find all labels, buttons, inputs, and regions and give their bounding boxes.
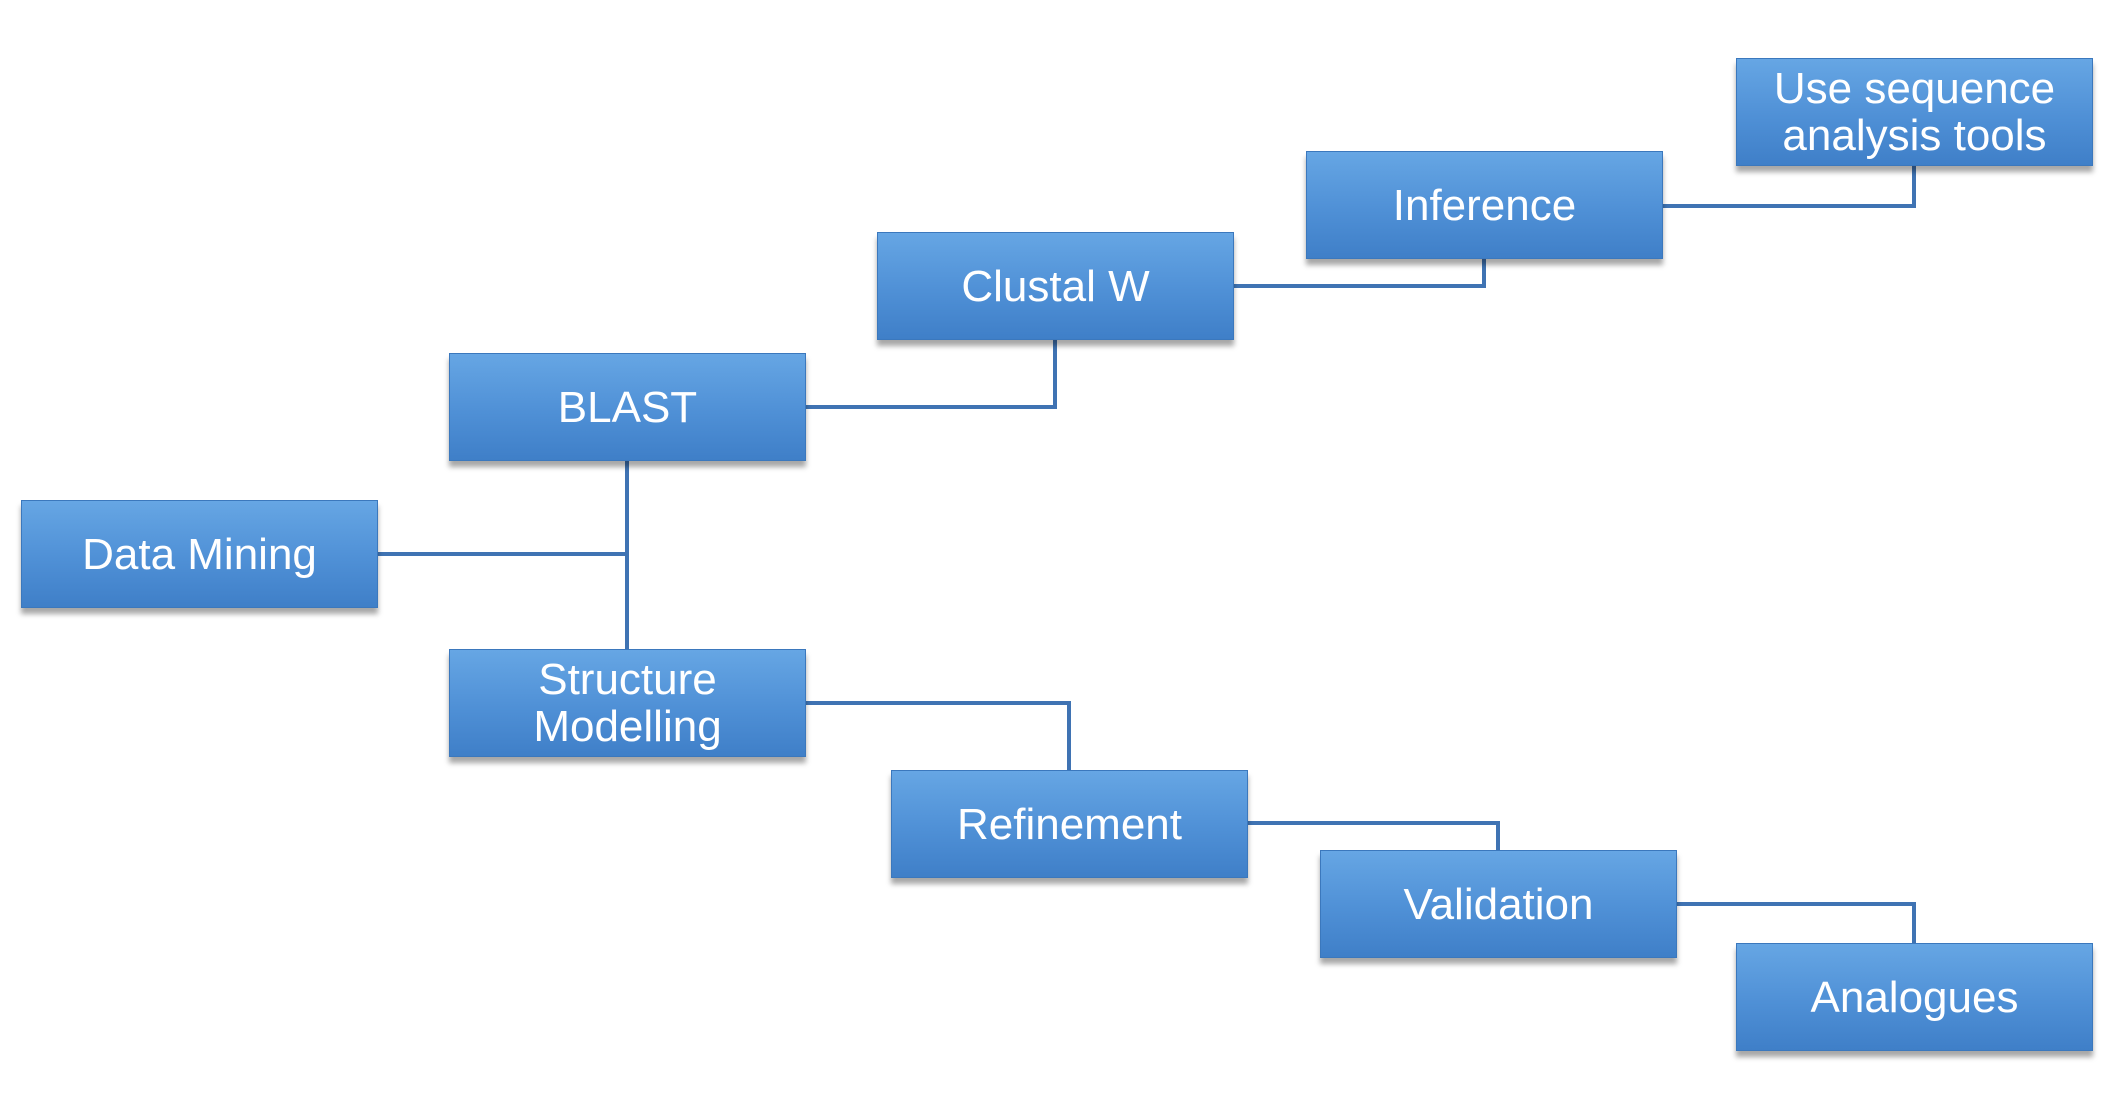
node-structure-modelling-label: Structure Modelling [533,655,722,751]
node-refinement[interactable]: Refinement [891,770,1248,878]
node-structure-modelling[interactable]: Structure Modelling [449,649,806,757]
node-clustal-w-label: Clustal W [961,261,1150,311]
node-data-mining[interactable]: Data Mining [21,500,378,608]
connector-structure-refinement [804,701,1071,772]
connector-inference-tools [1661,164,1916,208]
node-validation[interactable]: Validation [1320,850,1677,958]
node-refinement-label: Refinement [956,799,1182,849]
connector-clustal-inference [1232,257,1486,288]
node-inference[interactable]: Inference [1306,151,1663,259]
node-use-sequence-analysis-tools-label: Use sequence analysis tools [1773,64,2056,160]
node-use-sequence-analysis-tools[interactable]: Use sequence analysis tools [1736,58,2093,166]
node-validation-label: Validation [1403,879,1594,929]
node-data-mining-label: Data Mining [82,529,317,579]
node-analogues[interactable]: Analogues [1736,943,2093,1051]
node-blast-label: BLAST [557,382,698,432]
connector-validation-analogues [1675,902,1916,945]
node-clustal-w[interactable]: Clustal W [877,232,1234,340]
node-analogues-label: Analogues [1810,972,2019,1022]
node-blast[interactable]: BLAST [449,353,806,461]
connector-blast-clustal [804,338,1057,409]
node-inference-label: Inference [1392,180,1577,230]
connector-refinement-validation [1246,821,1500,852]
